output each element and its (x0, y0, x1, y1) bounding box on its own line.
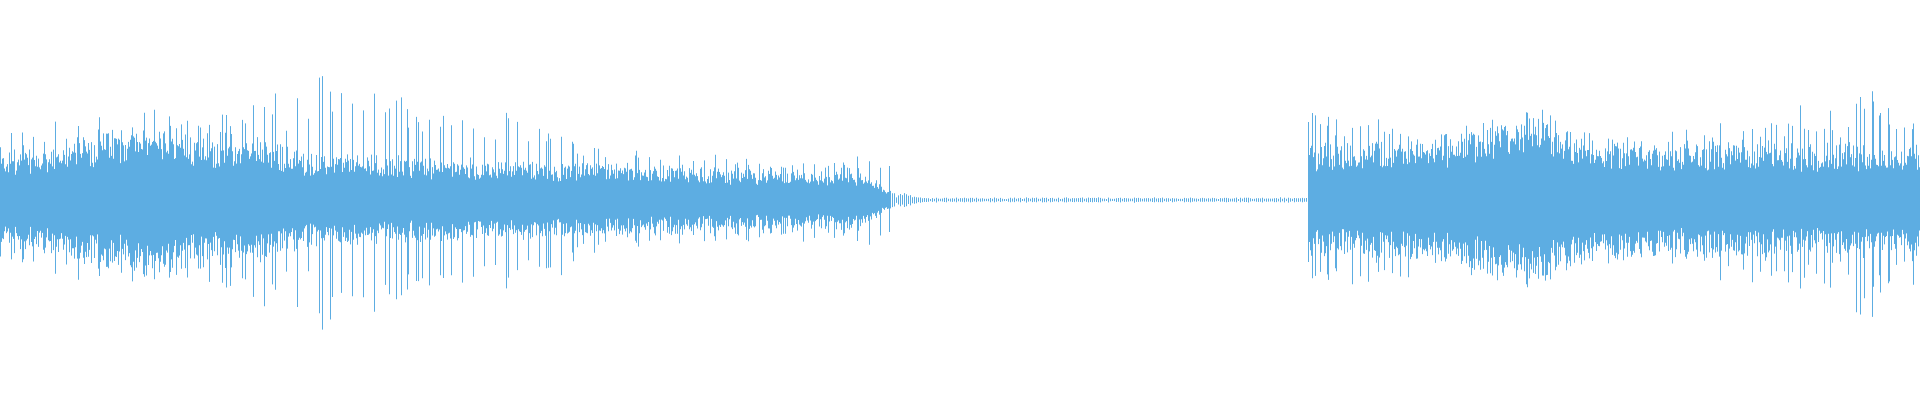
waveform-bars (0, 76, 1920, 330)
